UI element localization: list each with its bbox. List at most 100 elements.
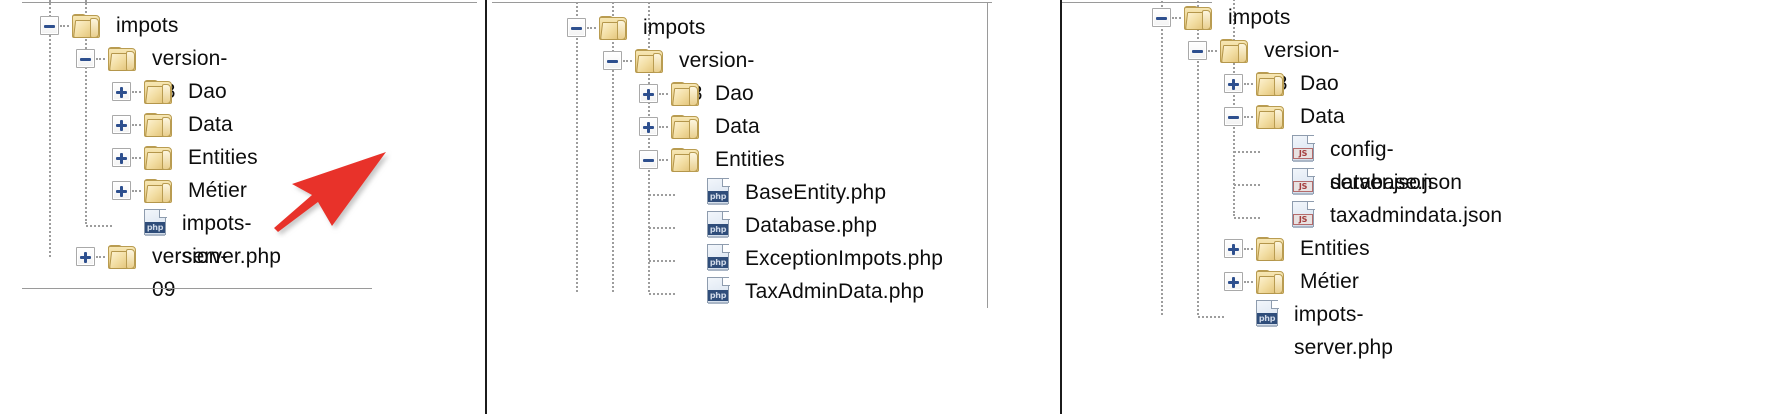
tree-item-label: BaseEntity.php: [745, 181, 887, 204]
json-file-icon: JS: [1292, 135, 1316, 163]
tree-connector: [1244, 248, 1253, 250]
tree-guide-line: [85, 0, 87, 224]
tree-connector: [86, 225, 112, 227]
tree-item-label: Entities: [1300, 237, 1370, 260]
expand-button[interactable]: [639, 117, 658, 136]
expand-button[interactable]: [112, 148, 131, 167]
expand-button[interactable]: [1224, 272, 1243, 291]
expand-button[interactable]: [112, 115, 131, 134]
php-file-icon: php: [707, 211, 731, 239]
folder-icon: [1256, 270, 1284, 294]
tree-item-label: TaxAdminData.php: [745, 280, 925, 303]
panel-divider-1: [485, 0, 487, 414]
tree-item-label: taxadmindata.json: [1330, 204, 1503, 227]
tree-item-label: impots: [1228, 6, 1291, 29]
tree-connector: [623, 60, 632, 62]
tree-connector: [132, 91, 141, 93]
collapse-button[interactable]: [567, 18, 586, 37]
folder-icon: [671, 148, 699, 172]
php-file-icon: php: [144, 209, 168, 237]
tree-connector: [132, 190, 141, 192]
tree-connector: [1208, 50, 1217, 52]
folder-icon: [671, 82, 699, 106]
tree-item-label: Entities: [188, 146, 258, 169]
folder-icon: [1184, 6, 1212, 30]
tree-item-label: impots: [643, 16, 706, 39]
tree-connector: [132, 157, 141, 159]
panel-1: impotsversion-08DaoDataEntitiesMétierphp…: [0, 0, 485, 414]
tree-guide-line: [1161, 0, 1163, 315]
expand-button[interactable]: [1224, 239, 1243, 258]
tree-connector: [96, 256, 105, 258]
tree-item-label: Data: [715, 115, 760, 138]
folder-icon: [144, 113, 172, 137]
collapse-button[interactable]: [40, 16, 59, 35]
tree-connector: [1172, 17, 1181, 19]
expand-button[interactable]: [112, 181, 131, 200]
tree-item-label: Entities: [715, 148, 785, 171]
tree-connector: [659, 126, 668, 128]
tree-connector: [1234, 151, 1260, 153]
panel-2: impotsversion-08DaoDataEntitiesphpBaseEn…: [487, 0, 1060, 414]
tree-item-label: database.json: [1330, 171, 1463, 194]
tree-item-label: Dao: [188, 80, 227, 103]
tree-connector: [649, 260, 675, 262]
tree-item-label: Data: [188, 113, 233, 136]
folder-icon: [144, 146, 172, 170]
php-file-icon: php: [1256, 300, 1280, 328]
folder-icon: [108, 245, 136, 269]
expand-button[interactable]: [1224, 74, 1243, 93]
tree-connector: [649, 293, 675, 295]
red-arrow-1: [272, 148, 392, 238]
folder-icon: [1256, 72, 1284, 96]
panel-3-top-rule: [1062, 2, 1212, 3]
php-file-icon: php: [707, 277, 731, 305]
collapse-button[interactable]: [76, 49, 95, 68]
tree-guide-line: [648, 2, 650, 292]
tree-item-label: version-09: [152, 245, 228, 301]
collapse-button[interactable]: [1188, 41, 1207, 60]
folder-icon: [1256, 237, 1284, 261]
json-file-icon: JS: [1292, 168, 1316, 196]
tree-connector: [96, 58, 105, 60]
tree-connector: [1244, 116, 1253, 118]
collapse-button[interactable]: [1224, 107, 1243, 126]
folder-icon: [144, 80, 172, 104]
tree-connector: [649, 194, 675, 196]
tree-item-label: Database.php: [745, 214, 877, 237]
tree-connector: [1244, 83, 1253, 85]
tree-connector: [1234, 217, 1260, 219]
tree-connector: [1244, 281, 1253, 283]
panel-2-right-rule: [987, 2, 988, 308]
panel-1-top-rule: [22, 2, 477, 3]
tree-connector: [1234, 184, 1260, 186]
folder-icon: [108, 47, 136, 71]
expand-button[interactable]: [112, 82, 131, 101]
tree-connector: [587, 27, 596, 29]
tree-item-label: impots-server.php: [182, 212, 282, 268]
tree-connector: [1198, 316, 1224, 318]
tree-guide-line: [576, 2, 578, 292]
folder-icon: [1256, 105, 1284, 129]
tree-item-label: Dao: [715, 82, 754, 105]
tree-guide-line: [612, 2, 614, 292]
collapse-button[interactable]: [603, 51, 622, 70]
tree-item-label: config-server.json: [1330, 138, 1433, 194]
folder-icon: [635, 49, 663, 73]
folder-icon: [671, 115, 699, 139]
tree-connector: [132, 124, 141, 126]
tree-guide-line: [1197, 0, 1199, 315]
folder-icon: [72, 14, 100, 38]
json-file-icon: JS: [1292, 201, 1316, 229]
expand-button[interactable]: [639, 84, 658, 103]
tree-item-label: Data: [1300, 105, 1345, 128]
tree-item-label: Métier: [188, 179, 247, 202]
tree-connector: [649, 227, 675, 229]
expand-button[interactable]: [76, 247, 95, 266]
collapse-button[interactable]: [639, 150, 658, 169]
collapse-button[interactable]: [1152, 8, 1171, 27]
tree-item-label: impots: [116, 14, 179, 37]
php-file-icon: php: [707, 244, 731, 272]
tree-guide-line: [49, 0, 51, 257]
